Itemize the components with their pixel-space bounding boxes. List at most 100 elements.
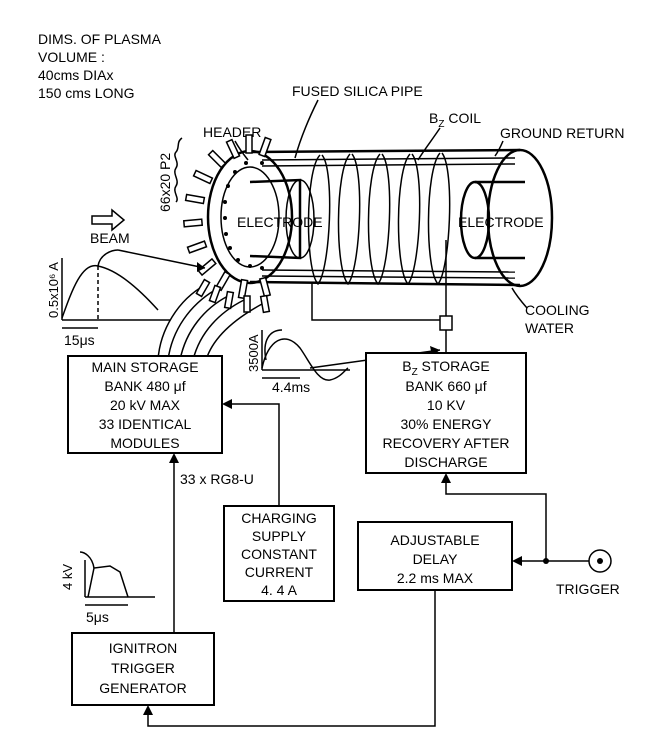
beam-wave-hook <box>97 249 119 267</box>
beam-label: BEAM <box>90 230 130 246</box>
cooling-water-label-2: WATER <box>525 320 574 336</box>
ground-return-bar-top-inner <box>261 163 516 167</box>
fused-silica-pipe-label: FUSED SILICA PIPE <box>292 83 423 99</box>
charging-supply: CHARGING SUPPLY CONSTANT CURRENT 4. 4 A <box>223 505 335 602</box>
beam-current-waveform: 0.5x10⁶ A 15μs <box>46 249 170 348</box>
bz-storage-line4: RECOVERY AFTER <box>382 435 509 451</box>
ignitron-line2: TRIGGER <box>111 660 175 676</box>
trigger-source: TRIGGER <box>556 549 620 597</box>
cooling-water-pointer <box>511 287 528 309</box>
adjustable-delay-line2: DELAY <box>413 551 459 567</box>
cable-terminations <box>195 278 271 314</box>
bz-storage-line5: DISCHARGE <box>404 454 487 470</box>
cooling-water-label-1: COOLING <box>525 302 590 318</box>
ignitron-line1: IGNITRON <box>109 640 177 656</box>
ignitron-amplitude: 4 kV <box>60 564 75 590</box>
main-storage-line3: 20 kV MAX <box>110 397 181 413</box>
right-electrode-body <box>475 180 525 260</box>
adjustable-delay: ADJUSTABLE DELAY 2.2 ms MAX <box>357 521 513 591</box>
ignitron-time: 5μs <box>86 609 109 625</box>
plasma-dims-line2: VOLUME : <box>38 49 105 65</box>
rg8u-cable-bundle <box>157 284 263 361</box>
main-storage-line4: 33 IDENTICAL <box>99 416 192 432</box>
beam-current-time: 15μs <box>64 332 95 348</box>
trigger-label: TRIGGER <box>556 581 620 597</box>
bz-current-amplitude: 3500A <box>246 334 261 372</box>
coil-turn-4 <box>397 153 421 286</box>
main-storage-box <box>67 355 223 454</box>
plasma-dimensions-note: DIMS. OF PLASMA VOLUME : 40cms DIAx 150 … <box>38 31 162 101</box>
right-electrode-label: ELECTRODE <box>458 214 544 230</box>
ground-return-bar-bottom-inner <box>261 275 516 279</box>
delay-to-ignitron-arrowhead <box>143 705 153 715</box>
coil-connector <box>439 315 453 331</box>
coil-turn-1 <box>307 154 331 286</box>
cable-count-label: 66x20 P2 <box>157 153 173 212</box>
ignitron-to-main-arrowhead <box>169 453 179 463</box>
ground-return-pointer <box>494 140 504 157</box>
fused-silica-pointer <box>294 99 319 159</box>
vessel-bottom-edge <box>249 280 521 287</box>
cable-count-brace <box>174 137 183 203</box>
trigger-to-bz-storage <box>445 483 547 561</box>
bz-wave-hook <box>264 329 283 361</box>
charging-supply-feed <box>232 403 280 506</box>
ign-wave-curve <box>87 565 129 598</box>
coil-turn-2 <box>337 153 361 286</box>
delay-to-ignitron <box>147 590 436 727</box>
plasma-dims-line3: 40cms DIAx <box>38 67 113 83</box>
ignitron-box <box>71 632 215 706</box>
adjustable-delay-line1: ADJUSTABLE <box>390 532 479 548</box>
coil-turn-3 <box>367 153 391 286</box>
ign-wave-hook <box>79 551 95 569</box>
trigger-to-bz-storage-arrowhead <box>441 473 451 483</box>
ground-return-bar-top <box>261 157 516 161</box>
bz-storage-bank: BZ STORAGE BANK 660 μf 10 KV 30% ENERGY … <box>365 352 527 474</box>
ignitron-trigger-generator: IGNITRON TRIGGER GENERATOR <box>71 632 215 706</box>
beam-wave-curve <box>61 265 159 319</box>
plasma-dims-line1: DIMS. OF PLASMA <box>38 31 162 47</box>
beam-arrow <box>91 208 126 232</box>
charging-supply-box <box>223 505 335 602</box>
charging-supply-arrowhead <box>222 399 232 409</box>
svg-text:BZ COIL: BZ COIL <box>429 110 481 130</box>
trigger-source-dot <box>597 558 603 564</box>
ignitron-waveform: 4 kV 5μs <box>60 551 155 625</box>
main-storage-line1: MAIN STORAGE <box>91 359 198 375</box>
left-electrode-body <box>249 178 302 260</box>
bz-storage-title: BZ STORAGE <box>402 358 490 378</box>
main-storage-bank: MAIN STORAGE BANK 480 μf 20 kV MAX 33 ID… <box>67 355 223 454</box>
adjustable-delay-box <box>357 521 513 591</box>
plasma-dims-line4: 150 cms LONG <box>38 85 134 101</box>
bz-current-waveform: 3500A 4.4ms <box>246 329 350 395</box>
coil-return-lead <box>311 282 440 321</box>
ground-return-bar-bottom <box>261 269 516 273</box>
charging-supply-line4: CURRENT <box>245 564 314 580</box>
left-electrode-label: ELECTRODE <box>237 214 323 230</box>
header-studs <box>182 134 272 300</box>
trigger-to-delay-arrowhead <box>512 556 522 566</box>
bz-storage-line1: BANK 660 μf <box>405 378 486 394</box>
bz-current-time: 4.4ms <box>272 379 310 395</box>
coil-turn-5 <box>427 152 451 286</box>
bz-storage-line3: 30% ENERGY <box>400 416 492 432</box>
bz-storage-line2: 10 KV <box>427 397 466 413</box>
beam-current-amplitude: 0.5x10⁶ A <box>46 262 61 318</box>
bz-coil-pointer <box>417 127 441 161</box>
plasma-vessel: ELECTRODE ELECTRODE <box>182 134 554 300</box>
rg8u-label: 33 x RG8-U <box>180 471 254 487</box>
adjustable-delay-line3: 2.2 ms MAX <box>397 570 474 586</box>
vessel-top-edge <box>249 148 521 154</box>
bz-wave-curve <box>261 338 349 381</box>
main-storage-line2: BANK 480 μf <box>104 378 185 394</box>
bz-coil-label: BZ COIL <box>429 110 481 130</box>
charging-supply-line5: 4. 4 A <box>261 582 297 598</box>
charging-supply-line3: CONSTANT <box>241 546 317 562</box>
charging-supply-line1: CHARGING <box>241 510 316 526</box>
ground-return-label: GROUND RETURN <box>500 125 624 141</box>
charging-supply-line2: SUPPLY <box>252 528 307 544</box>
left-electrode-end <box>285 179 315 259</box>
beam-wave-pointer-head <box>197 262 205 272</box>
header-connector-dots <box>223 161 264 270</box>
ignitron-line3: GENERATOR <box>99 680 186 696</box>
